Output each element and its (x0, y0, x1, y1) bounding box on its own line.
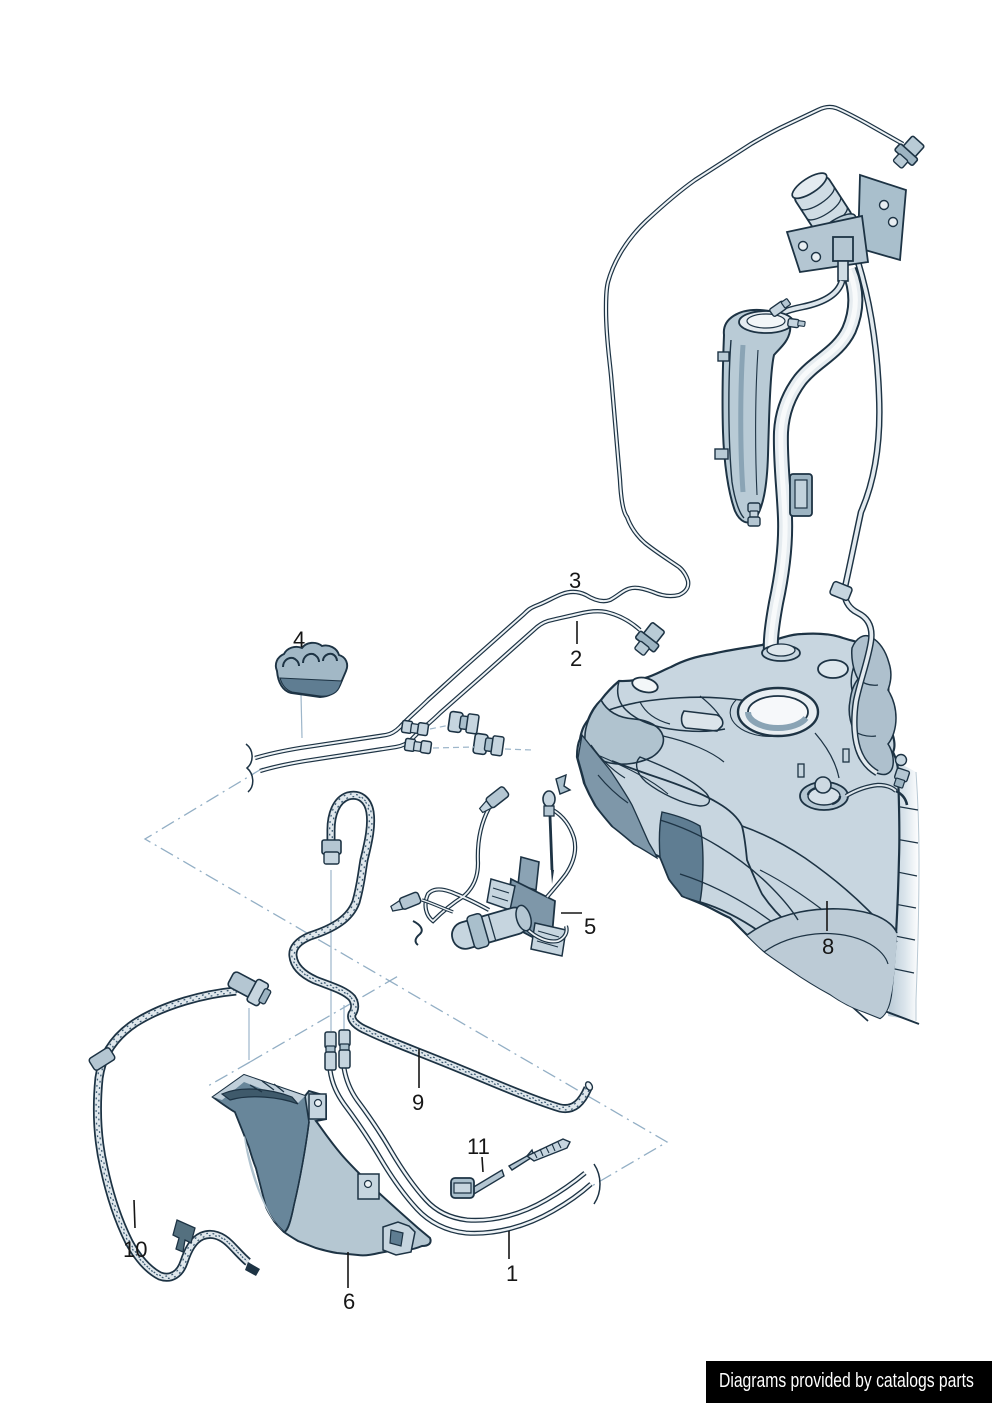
svg-text:10: 10 (123, 1237, 147, 1262)
svg-text:6: 6 (343, 1289, 355, 1314)
svg-text:8: 8 (822, 934, 834, 959)
svg-text:1: 1 (506, 1261, 518, 1286)
svg-text:2: 2 (570, 646, 582, 671)
svg-text:5: 5 (584, 914, 596, 939)
svg-text:3: 3 (569, 568, 581, 593)
svg-text:4: 4 (293, 627, 305, 652)
svg-text:11: 11 (467, 1134, 490, 1159)
svg-text:9: 9 (412, 1090, 424, 1115)
